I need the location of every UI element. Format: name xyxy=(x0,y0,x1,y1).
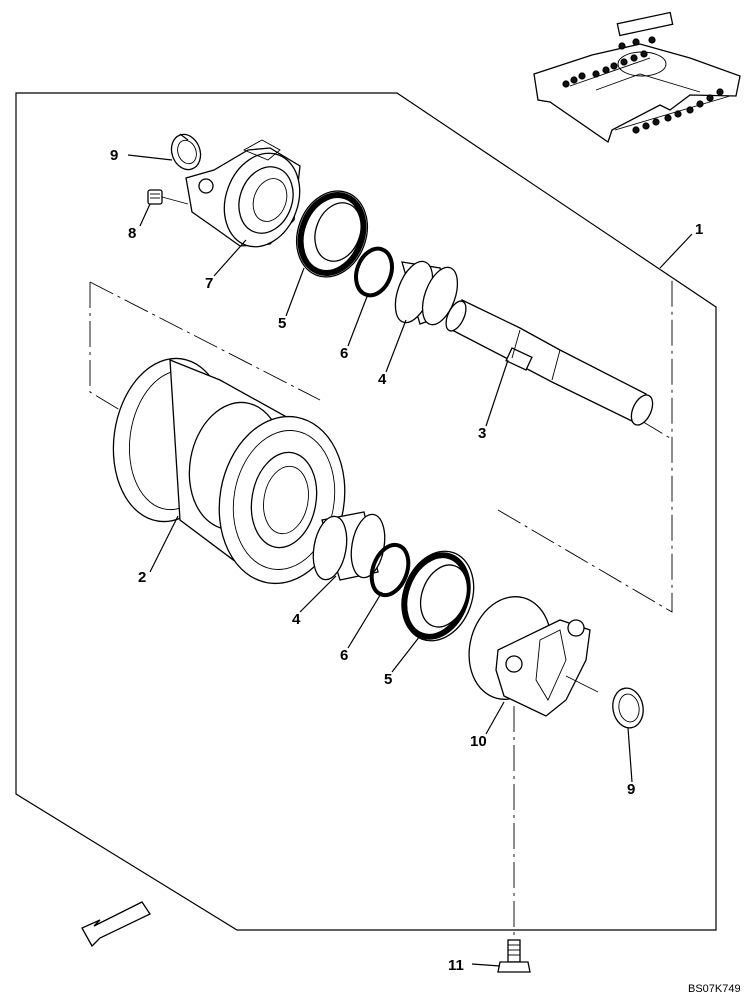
label-part-9-upper: 9 xyxy=(110,147,118,164)
front-direction-arrow xyxy=(81,901,151,948)
label-part-10: 10 xyxy=(470,733,487,750)
label-part-4-lower: 4 xyxy=(292,611,301,628)
axis-line-upper-diag xyxy=(89,281,321,401)
reference-code: BS07K749 xyxy=(688,983,741,995)
bushing-lower xyxy=(312,511,386,581)
label-part-4-upper: 4 xyxy=(378,371,387,388)
label-part-11: 11 xyxy=(448,957,464,974)
track-frame-inset xyxy=(533,11,741,144)
bolt xyxy=(497,939,531,973)
o-ring-upper xyxy=(354,246,394,298)
roller xyxy=(112,357,346,585)
floating-seal-lower xyxy=(401,550,475,642)
label-part-8: 8 xyxy=(128,225,136,242)
label-part-5-upper: 5 xyxy=(278,315,286,332)
plug xyxy=(147,189,189,205)
axis-line-lower xyxy=(497,278,673,613)
label-part-7: 7 xyxy=(205,275,213,292)
floating-seal-upper xyxy=(296,190,368,278)
leader-lines xyxy=(127,154,693,967)
label-part-3: 3 xyxy=(478,425,486,442)
snap-ring-upper xyxy=(170,133,202,171)
label-part-2: 2 xyxy=(138,569,146,586)
label-part-6-lower: 6 xyxy=(340,647,348,664)
label-part-9-lower: 9 xyxy=(627,781,635,798)
shaft xyxy=(445,299,654,426)
label-part-6-upper: 6 xyxy=(340,345,348,362)
collar-upper xyxy=(185,139,301,248)
axis-line-shaft xyxy=(639,419,671,439)
axis-line-upper xyxy=(89,282,121,411)
label-part-5-lower: 5 xyxy=(384,671,392,688)
label-part-1: 1 xyxy=(695,221,703,238)
collar-lower xyxy=(468,596,599,717)
bushing-upper xyxy=(394,260,459,326)
snap-ring-lower xyxy=(612,687,644,729)
assembly-frame xyxy=(15,92,717,931)
